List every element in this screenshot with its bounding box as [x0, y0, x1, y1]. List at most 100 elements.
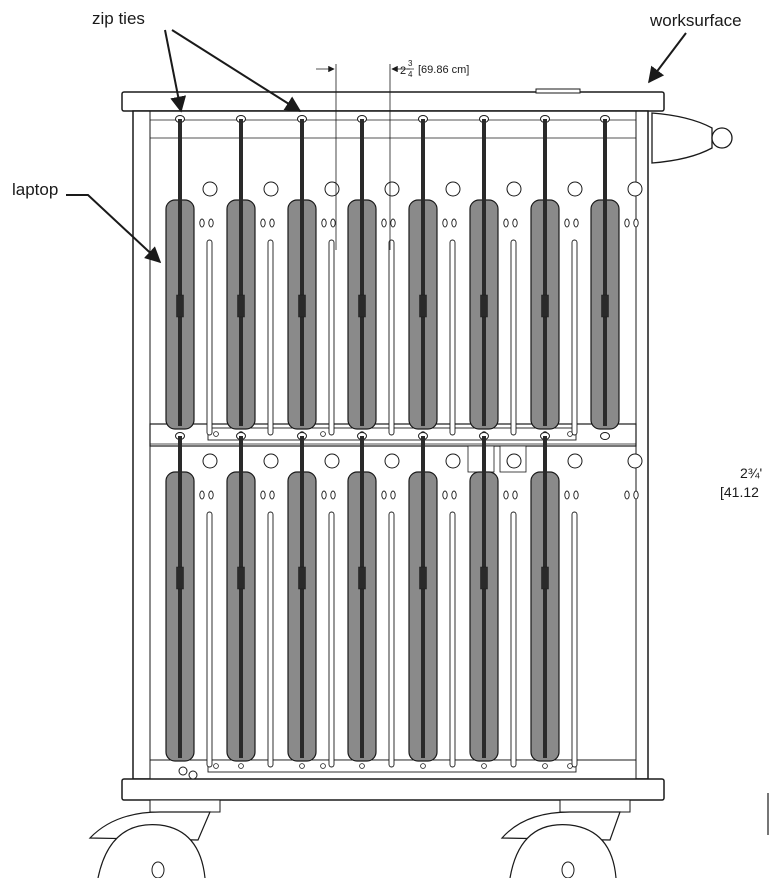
slot-hole	[381, 490, 387, 500]
vent-hole	[506, 453, 522, 469]
slot-hole	[503, 490, 509, 500]
slot-hole	[321, 490, 327, 500]
tray-screw	[359, 763, 365, 769]
slot-hole	[512, 218, 518, 228]
slot-hole	[381, 218, 387, 228]
zip-tie-buckle	[480, 566, 488, 590]
laptop-label: laptop	[12, 180, 58, 199]
slot-hole	[330, 490, 336, 500]
tray-screw	[567, 431, 573, 437]
divider-rod	[571, 239, 578, 436]
zip-tie	[360, 436, 364, 758]
zip-ties-label: zip ties	[92, 9, 145, 28]
caster-left	[88, 799, 221, 878]
zip-tie	[543, 436, 547, 758]
tray-screw	[213, 431, 219, 437]
zip-tie-buckle	[237, 294, 245, 318]
divider-rod	[449, 511, 456, 768]
zip-tie	[421, 436, 425, 758]
vent-hole	[324, 453, 340, 469]
zip-tie-buckle	[176, 294, 184, 318]
tray-screw	[238, 763, 244, 769]
slot-hole	[442, 218, 448, 228]
tray-screw	[320, 431, 326, 437]
tray-screw	[420, 763, 426, 769]
divider-rod	[328, 511, 335, 768]
vent-hole	[202, 181, 218, 197]
divider-rod	[267, 239, 274, 436]
divider-rod	[388, 511, 395, 768]
bottom-laptop-row	[165, 432, 643, 773]
zip-tie-buckle	[358, 566, 366, 590]
worksurface-top	[121, 91, 665, 112]
tray-screw	[481, 763, 487, 769]
tray-screw	[542, 763, 548, 769]
vent-hole	[627, 453, 643, 469]
vent-hole	[384, 453, 400, 469]
zip-tie-buckle	[601, 294, 609, 318]
slot-hole	[260, 490, 266, 500]
zip-tie-buckle	[541, 566, 549, 590]
divider-rod	[388, 239, 395, 436]
slot-hole	[564, 218, 570, 228]
slot-hole	[390, 218, 396, 228]
slot-hole	[633, 218, 639, 228]
vent-hole	[445, 181, 461, 197]
slot-hole	[503, 218, 509, 228]
divider-rod	[510, 239, 517, 436]
zip-tie-slot	[600, 432, 610, 440]
slot-hole	[564, 490, 570, 500]
vent-hole	[627, 181, 643, 197]
slot-hole	[260, 218, 266, 228]
zip-tie	[178, 436, 182, 758]
worksurface-label: worksurface	[649, 11, 742, 30]
divider-rod	[267, 511, 274, 768]
zip-tie-buckle	[419, 566, 427, 590]
top-laptop-row	[165, 115, 643, 441]
vent-hole	[567, 181, 583, 197]
vent-hole	[506, 181, 522, 197]
slot-hole	[624, 490, 630, 500]
zip-tie	[543, 119, 547, 426]
side-dimension-metric: [41.12	[720, 484, 759, 500]
vent-hole	[384, 181, 400, 197]
zip-tie-buckle	[419, 294, 427, 318]
zip-tie	[239, 119, 243, 426]
zip-tie	[239, 436, 243, 758]
divider-rod	[449, 239, 456, 436]
zip-tie-buckle	[237, 566, 245, 590]
slot-hole	[269, 218, 275, 228]
dimension-metric: [69.86 cm]	[418, 64, 469, 76]
cart-handle	[651, 112, 733, 164]
divider-rod	[206, 511, 213, 768]
zip-tie-buckle	[358, 294, 366, 318]
slot-hole	[321, 218, 327, 228]
laptop-arrow	[66, 194, 162, 264]
zip-tie	[482, 119, 486, 426]
dimension-numerator: 3	[408, 59, 413, 68]
tray-screw	[299, 763, 305, 769]
slot-hole	[330, 218, 336, 228]
zip-ties-arrow-2	[171, 29, 302, 112]
slot-hole	[442, 490, 448, 500]
dimension-whole: 2	[400, 65, 406, 77]
slot-hole	[573, 218, 579, 228]
tray-screw	[213, 763, 219, 769]
slot-hole	[390, 490, 396, 500]
vent-hole	[263, 453, 279, 469]
zip-tie-buckle	[298, 294, 306, 318]
zip-ties-arrow-1	[164, 29, 187, 113]
zip-tie-buckle	[176, 566, 184, 590]
divider-rod	[571, 511, 578, 768]
slot-hole	[624, 218, 630, 228]
divider-rod	[510, 511, 517, 768]
tray-screw	[320, 763, 326, 769]
slot-hole	[208, 218, 214, 228]
zip-tie	[603, 119, 607, 426]
slot-hole	[199, 490, 205, 500]
slot-hole	[451, 218, 457, 228]
zip-tie	[482, 436, 486, 758]
zip-tie-buckle	[541, 294, 549, 318]
top-dimension: 2 3 4 [69.86 cm]	[316, 59, 469, 250]
slot-hole	[451, 490, 457, 500]
